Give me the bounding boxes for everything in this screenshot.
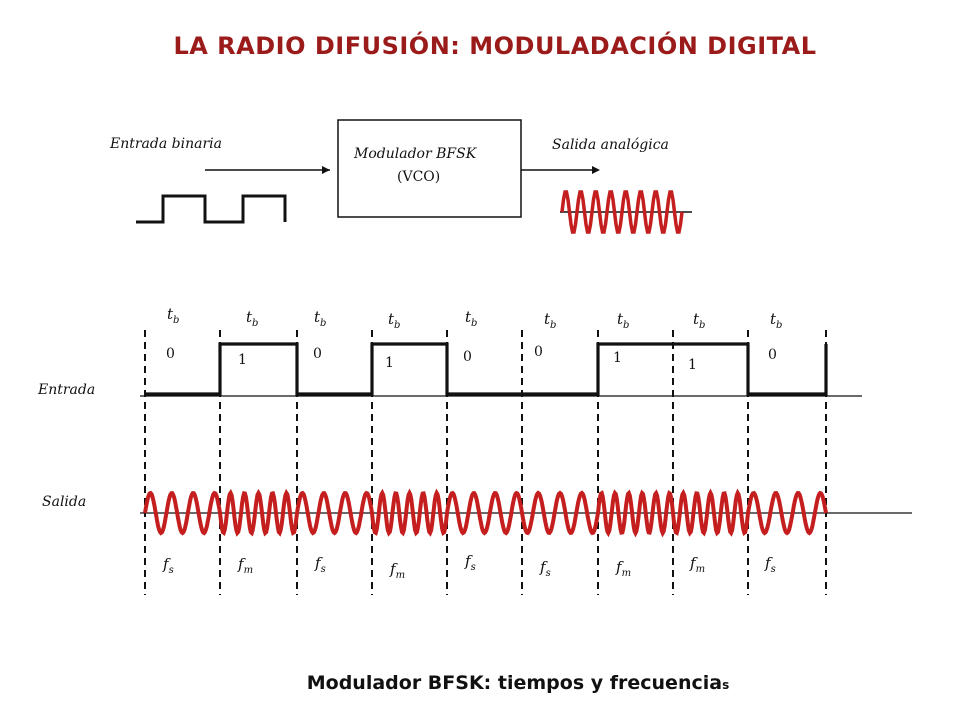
bit-period-label: tb <box>544 310 556 331</box>
bit-value-label: 1 <box>238 352 247 368</box>
frequency-label: fm <box>615 558 631 579</box>
bit-period-label: tb <box>167 305 179 326</box>
output-row-label: Salida <box>42 494 86 510</box>
input-digital-waveform <box>145 342 828 396</box>
frequency-label: fs <box>539 558 551 579</box>
frequency-label: fm <box>237 555 253 576</box>
frequency-label: fs <box>314 554 326 575</box>
bit-period-label: tb <box>617 310 629 331</box>
output-analog-label: Salida analógica <box>552 137 669 153</box>
frequency-labels: fs fm fs fm fs fs fm fm fs <box>162 552 776 581</box>
frequency-label: fm <box>689 554 705 575</box>
bit-value-label: 0 <box>463 349 472 365</box>
frequency-label: fs <box>162 555 174 576</box>
input-binary-label: Entrada binaria <box>109 136 222 152</box>
frequency-label: fs <box>764 554 776 575</box>
bit-value-label: 1 <box>385 355 394 371</box>
input-row-label: Entrada <box>37 382 95 398</box>
input-arrow-head <box>322 166 330 174</box>
bit-value-label: 1 <box>613 350 622 366</box>
bit-period-labels: tb tb tb tb tb tb tb tb tb <box>167 305 782 331</box>
block-diagram: Entrada binaria Modulador BFSK (VCO) Sal… <box>109 119 692 234</box>
modulator-label: Modulador BFSK <box>353 146 478 162</box>
bit-value-label: 0 <box>166 346 175 362</box>
vco-label: (VCO) <box>397 169 440 185</box>
caption-main: Modulador BFSK: tiempos y frecuencia <box>306 672 723 694</box>
bit-value-label: 1 <box>688 357 697 373</box>
small-binary-waveform <box>136 194 287 224</box>
bit-period-label: tb <box>465 308 477 329</box>
output-fsk-waveform <box>143 488 828 538</box>
bit-period-label: tb <box>770 310 782 331</box>
page-title: LA RADIO DIFUSIÓN: MODULADACIÓN DIGITAL <box>173 32 817 60</box>
small-fsk-waveform <box>560 190 684 234</box>
bit-value-label: 0 <box>768 347 777 363</box>
caption-tail: s <box>722 678 730 692</box>
output-arrow-head <box>592 166 600 174</box>
bit-value-label: 0 <box>313 346 322 362</box>
bit-period-label: tb <box>388 310 400 331</box>
bit-value-labels: 0 1 0 1 0 0 1 1 0 <box>166 344 777 373</box>
bit-period-label: tb <box>314 308 326 329</box>
bit-value-label: 0 <box>534 344 543 360</box>
frequency-label: fm <box>389 560 405 581</box>
bit-boundaries <box>144 330 827 595</box>
modulator-box <box>337 119 522 218</box>
bit-period-label: tb <box>693 310 705 331</box>
bit-period-label: tb <box>246 308 258 329</box>
figure-caption: Modulador BFSK: tiempos y frecuencias <box>0 672 960 694</box>
frequency-label: fs <box>464 552 476 573</box>
